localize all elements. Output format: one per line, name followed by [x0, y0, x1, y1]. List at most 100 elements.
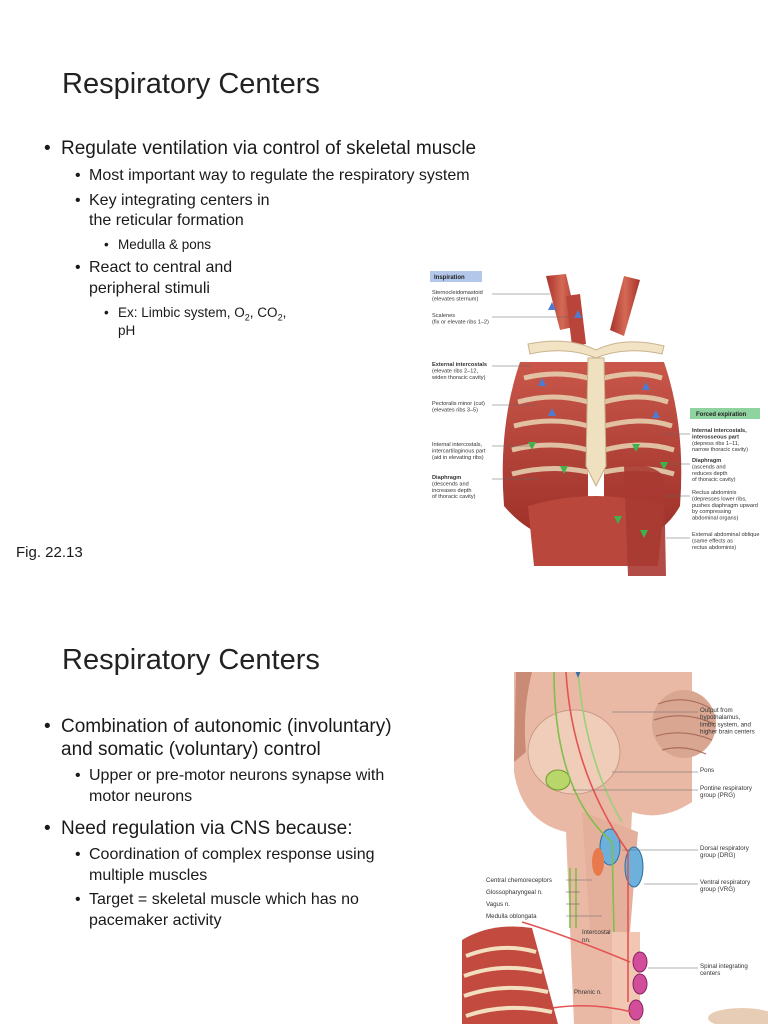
bullet-key-integrating-line2: the reticular formation — [89, 212, 244, 229]
figure-label-right: reduces depth — [692, 471, 727, 477]
bullet-dot: • — [75, 259, 81, 276]
figure-label-right: hypothalamus, — [700, 714, 741, 721]
bullet-example-line2: pH — [118, 323, 136, 338]
figure-label-right: rectus abdominis) — [692, 545, 736, 551]
bullet-most-important: Most important way to regulate the respi… — [89, 167, 470, 184]
bullet-dot: • — [104, 237, 109, 252]
bullet-target-line1: Target = skeletal muscle which has no — [89, 891, 359, 908]
expiration-arrows — [528, 442, 668, 538]
figure-label-left: Internal intercostals, — [432, 442, 483, 448]
figure-label-left: Central chemoreceptors — [486, 877, 552, 884]
figure-label-right: abdominal organs) — [692, 516, 738, 522]
figure-label-right: group (PRG) — [700, 792, 735, 799]
bullet-dot: • — [104, 305, 109, 320]
figure-label-right: by compressing — [692, 509, 731, 515]
bullet-need-regulation: Need regulation via CNS because: — [61, 818, 353, 839]
figure-label-left: Vagus n. — [486, 901, 510, 908]
pons-shape — [527, 709, 621, 795]
respiratory-muscles-figure: Inspiration Forced expiration Sternoclei… — [430, 271, 760, 576]
bullet-coordination-line1: Coordination of complex response using — [89, 846, 375, 863]
bullet-dot: • — [44, 716, 51, 737]
bullet-coordination-line2: multiple muscles — [89, 867, 208, 884]
ribcage-ribs — [463, 945, 553, 1018]
cerebellum-shape — [652, 690, 716, 758]
input-arrow-icon — [575, 672, 581, 678]
bullet-react-line1: React to central and — [89, 259, 233, 276]
figure-label-left: (elevates sternum) — [432, 296, 478, 302]
clavicles-shape — [527, 340, 665, 359]
bullet-dot: • — [75, 767, 81, 784]
inspiration-arrows — [538, 302, 660, 418]
figure-label-right: Spinal integrating — [700, 963, 748, 970]
bullet-target-line2: pacemaker activity — [89, 912, 222, 929]
intercostal-label-line2: nn. — [582, 937, 591, 944]
figure-label-left: of thoracic cavity) — [432, 494, 476, 500]
figure-label-right: (same effects as — [692, 538, 733, 544]
figure-label-right: Rectus abdominis — [692, 490, 737, 496]
figure-label-right: Internal intercostals, — [692, 428, 747, 434]
figure-label-left: (aid in elevating ribs) — [432, 455, 484, 461]
cerebellum-folds — [653, 699, 715, 755]
figure-label-left: (elevates ribs 3–5) — [432, 407, 478, 413]
figure-label-left: Glossopharyngeal n. — [486, 889, 543, 896]
slide-1: Respiratory Centers • Regulate ventilati… — [16, 68, 760, 576]
figure-label-right: Output from — [700, 707, 733, 714]
left-ribcage-muscle-shape — [502, 362, 588, 543]
slide-2-title: Respiratory Centers — [62, 644, 320, 676]
slide-2: Respiratory Centers • Combination of aut… — [0, 590, 768, 1024]
drg-shape — [599, 828, 621, 866]
figure-label-right: pushes diaphragm upward — [692, 503, 758, 509]
figure-label-right: (ascends and — [692, 464, 726, 470]
sternum-shape — [585, 357, 607, 488]
bullet-dot: • — [75, 167, 81, 184]
figure-label-right: centers — [700, 970, 720, 977]
phrenic-label: Phrenic n. — [574, 989, 602, 996]
figure-label-right: External abdominal oblique — [692, 532, 759, 538]
figure-label-right: interosseous part — [692, 434, 739, 440]
figure-label-left: increases depth — [432, 488, 472, 494]
figure-caption: Fig. 22.13 — [16, 544, 83, 561]
bullet-combination-line2: and somatic (voluntary) control — [61, 739, 321, 760]
bullet-upper-motor-line2: motor neurons — [89, 788, 193, 805]
figure-label-left: Diaphragm — [432, 475, 461, 481]
figure-label-right: Pontine respiratory — [700, 785, 753, 792]
figure-label-right: Ventral respiratory — [700, 879, 751, 886]
figure-label-left: widen thoracic cavity) — [431, 375, 486, 381]
figure-label-left: External intercostals — [432, 362, 487, 368]
figure-label-right: Diaphragm — [692, 458, 721, 464]
figure-label-left: (fix or elevate ribs 1–2) — [432, 319, 489, 325]
bullet-key-integrating-line1: Key integrating centers in — [89, 192, 270, 209]
figure-label-right: limbic system, and — [700, 721, 751, 728]
forced-expiration-tag: Forced expiration — [696, 412, 747, 418]
prg-shape — [545, 769, 571, 791]
central-chemoreceptor-shape — [592, 848, 604, 876]
diaphragm-edge-shape — [708, 1008, 768, 1024]
figure-label-right: of thoracic cavity) — [692, 477, 736, 483]
bullet-dot: • — [75, 891, 81, 908]
cortex-edge-shape — [514, 672, 532, 762]
figure-label-right: Dorsal respiratory — [700, 845, 750, 852]
scalenes-shape — [566, 294, 586, 346]
figure-label-left: Pectoralis minor (cut) — [432, 401, 485, 407]
bullet-regulate-ventilation: Regulate ventilation via control of skel… — [61, 138, 477, 159]
neural-pathways — [521, 672, 633, 1013]
bullet-medulla-pons: Medulla & pons — [118, 237, 212, 252]
bullet-dot: • — [44, 138, 51, 159]
forced-expiration-tag-box — [690, 408, 760, 419]
intercostal-label-line1: Intercostal — [582, 929, 611, 936]
figure-label-left: (descends and — [432, 481, 469, 487]
figure-label-left: Scalenes — [432, 313, 455, 319]
figure-label-right: (depresses lower ribs, — [692, 496, 747, 502]
bullet-combination-line1: Combination of autonomic (involuntary) — [61, 716, 392, 737]
inspiration-tag: Inspiration — [434, 275, 465, 281]
medulla-shape — [582, 812, 638, 932]
figure-label-left: (elevate ribs 2–12, — [432, 368, 478, 374]
rectus-abdominis-shape — [624, 465, 666, 576]
inspiration-tag-box — [430, 271, 482, 282]
bullet-dot: • — [75, 846, 81, 863]
figure-label-right: Pons — [700, 767, 714, 774]
vrg-shape — [624, 846, 644, 888]
figure-label-right: higher brain centers — [700, 729, 755, 736]
slide-1-title: Respiratory Centers — [62, 68, 320, 100]
